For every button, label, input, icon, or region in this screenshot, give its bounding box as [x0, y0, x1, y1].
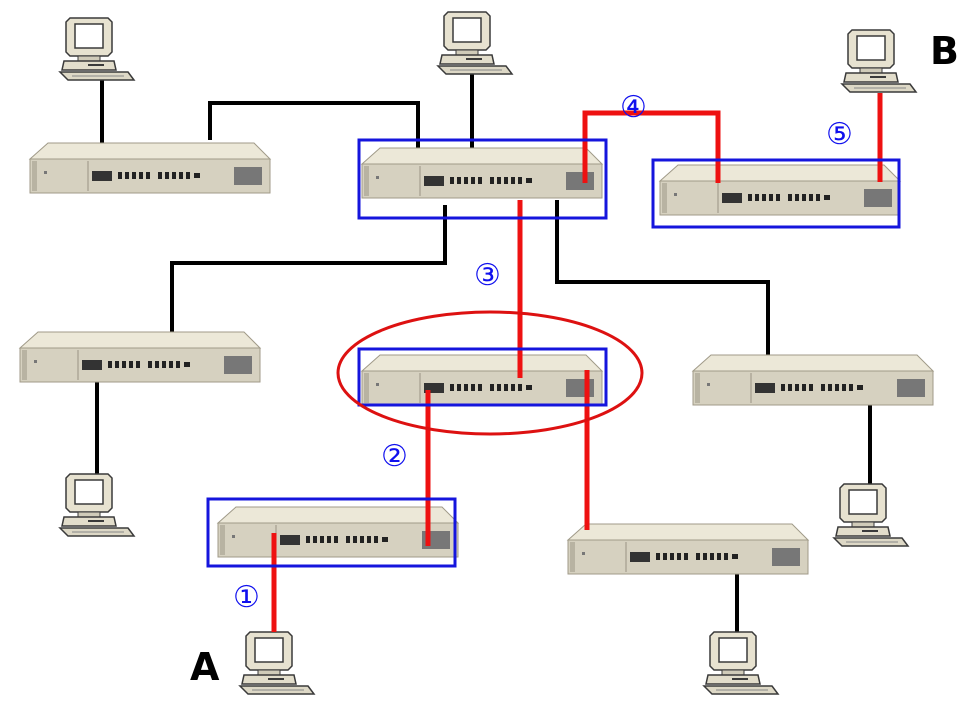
- switch-core: [361, 147, 603, 199]
- switch-right: [692, 354, 934, 406]
- hop-marker-2: ②: [381, 439, 408, 474]
- pc-a: [239, 631, 315, 695]
- highlight-switch-destination: [651, 158, 901, 229]
- switch-focus: [361, 354, 603, 406]
- pc-b: [841, 29, 917, 93]
- highlight-switch-source: [206, 497, 457, 568]
- pc-top-center: [437, 11, 513, 75]
- hop-marker-1: ①: [233, 580, 260, 615]
- path-links: [271, 93, 883, 632]
- highlight-switch-focus: [357, 347, 608, 407]
- hop-marker-3: ③: [474, 258, 501, 293]
- focus-ellipse: [336, 310, 644, 436]
- endpoint-label-a: A: [190, 645, 220, 689]
- hop-highlights: [206, 138, 901, 568]
- link-core-to-mid-left: [170, 205, 447, 358]
- pc-left: [59, 473, 135, 537]
- path-link-4: [582, 110, 721, 183]
- pc-top-left: [59, 17, 135, 81]
- switch-mid-left: [19, 331, 261, 383]
- hop-marker-5: ⑤: [826, 117, 853, 152]
- link-core-to-right: [555, 200, 770, 387]
- switch-bottom-right: [567, 523, 809, 575]
- highlight-switch-core: [357, 138, 608, 220]
- switch-source: [217, 506, 459, 558]
- pc-bottom-right: [703, 631, 779, 695]
- pc-right: [833, 483, 909, 547]
- endpoint-label-b: B: [930, 29, 959, 73]
- hop-marker-4: ④: [620, 90, 647, 125]
- switch-destination: [659, 164, 901, 216]
- switch-top-left: [29, 142, 271, 194]
- other-links: [95, 72, 872, 632]
- link-core-top-left: [208, 101, 420, 150]
